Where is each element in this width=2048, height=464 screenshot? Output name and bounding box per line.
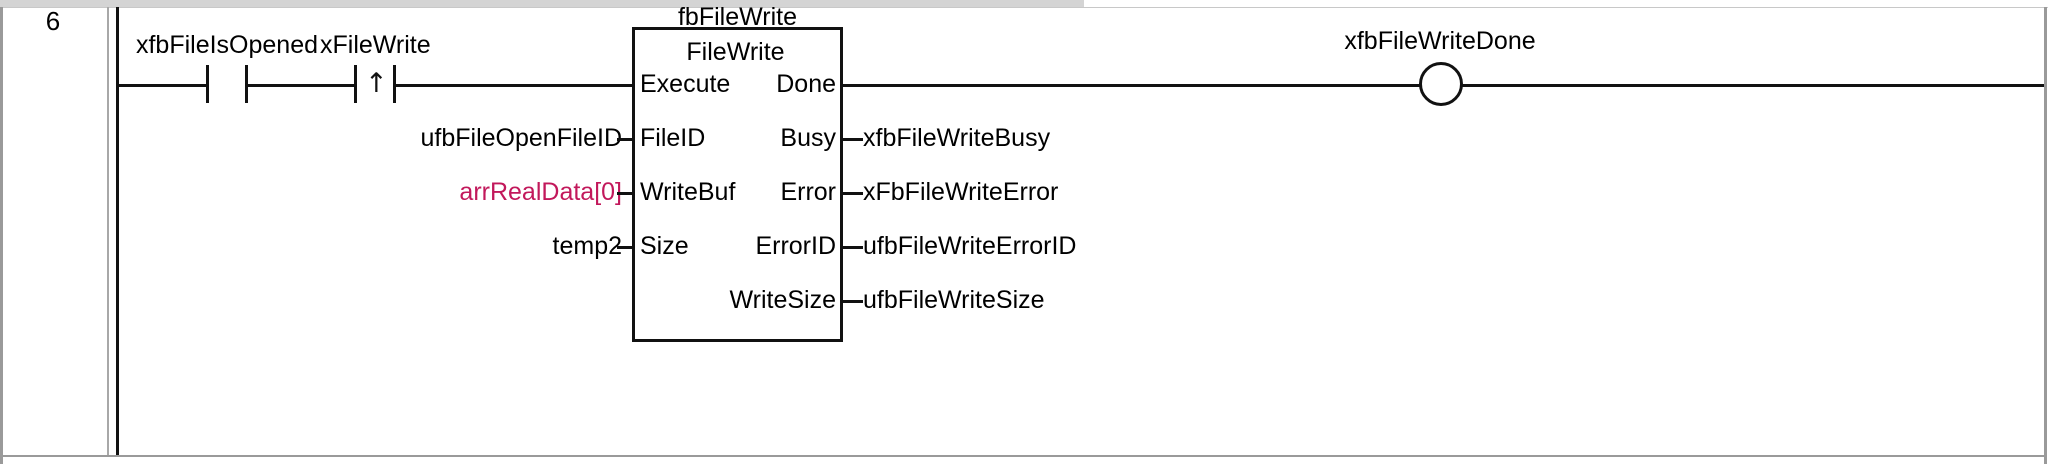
editor-left-border: [0, 7, 3, 464]
rising-edge-arrow-icon: ↑: [365, 68, 388, 99]
contact-bar-left: [354, 65, 357, 103]
wire-stub-WriteSize: [843, 300, 863, 303]
rung-bottom-border: [3, 455, 2044, 457]
editor-right-border: [2044, 7, 2047, 464]
fb-input-pin-Execute[interactable]: Execute: [640, 70, 731, 98]
fb-input-operand-FileID[interactable]: ufbFileOpenFileID: [420, 124, 622, 152]
coil-label-xfbFileWriteDone: xfbFileWriteDone: [1344, 27, 1536, 55]
fb-output-operand-ErrorID[interactable]: ufbFileWriteErrorID: [863, 232, 1077, 260]
editor-top-strip: [0, 0, 2048, 8]
fb-instance-name: fbFileWrite: [677, 3, 797, 31]
contact-bar-right: [393, 65, 396, 103]
fb-input-operand-WriteBuf[interactable]: arrRealData[0]: [459, 178, 622, 206]
fb-type-name: FileWrite: [686, 38, 785, 66]
wire-stub-FileID: [617, 138, 635, 141]
wire-contact-2-to-block: [396, 84, 634, 87]
fb-output-pin-Done[interactable]: Done: [776, 70, 836, 98]
function-block-FileWrite[interactable]: [632, 27, 843, 342]
contact-label-xFileWrite: xFileWrite: [320, 31, 431, 59]
contact-xFileWrite[interactable]: [354, 65, 396, 103]
contact-label-xfbFileIsOpened: xfbFileIsOpened: [135, 31, 319, 59]
fb-input-pin-Size[interactable]: Size: [640, 232, 689, 260]
wire-coil-to-right-rail: [1461, 84, 2044, 87]
fb-output-pin-Error[interactable]: Error: [780, 178, 836, 206]
wire-stub-ErrorID: [843, 246, 863, 249]
fb-input-operand-Size[interactable]: temp2: [552, 232, 622, 260]
wire-stub-Error: [843, 192, 863, 195]
fb-output-pin-WriteSize[interactable]: WriteSize: [729, 286, 836, 314]
contact-bar-right: [245, 65, 248, 103]
wire-done-to-coil: [843, 84, 1421, 87]
left-power-rail: [116, 7, 119, 455]
wire-stub-Size: [617, 246, 635, 249]
fb-input-pin-FileID[interactable]: FileID: [640, 124, 706, 152]
fb-input-pin-WriteBuf[interactable]: WriteBuf: [640, 178, 736, 206]
wire-stub-Busy: [843, 138, 863, 141]
rung-number[interactable]: 6: [45, 6, 61, 36]
fb-output-operand-Busy[interactable]: xfbFileWriteBusy: [863, 124, 1051, 152]
fb-output-pin-ErrorID[interactable]: ErrorID: [755, 232, 836, 260]
fb-output-operand-WriteSize[interactable]: ufbFileWriteSize: [863, 286, 1045, 314]
wire-contact-1-to-2: [248, 84, 354, 87]
rung-number-divider: [107, 7, 109, 455]
coil-xfbFileWriteDone[interactable]: [1419, 62, 1463, 106]
fb-output-operand-Error[interactable]: xFbFileWriteError: [863, 178, 1059, 206]
editor-top-strip-gap: [1084, 0, 2048, 7]
wire-stub-WriteBuf: [617, 192, 635, 195]
contact-bar-left: [206, 65, 209, 103]
contact-xfbFileIsOpened[interactable]: [206, 65, 248, 103]
fb-output-pin-Busy[interactable]: Busy: [780, 124, 836, 152]
wire-rail-to-contact-1: [118, 84, 206, 87]
